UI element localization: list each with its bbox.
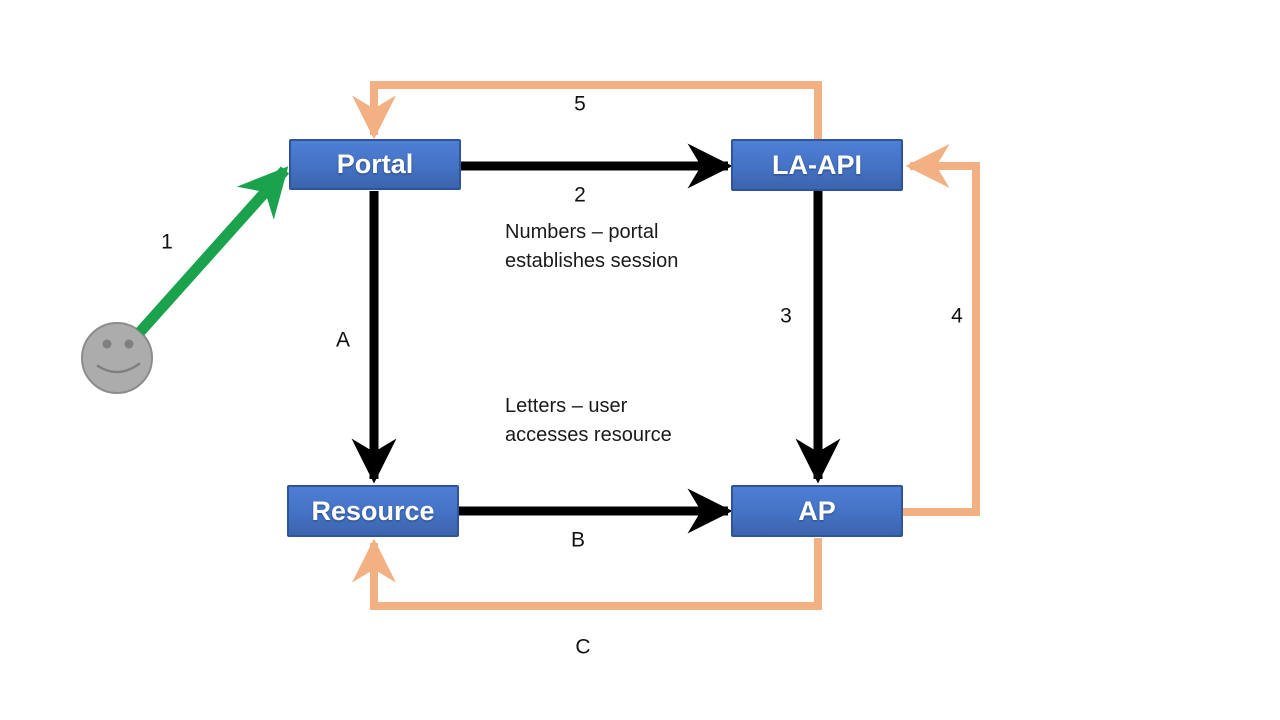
node-ap: AP [731,485,903,537]
node-resource: Resource [287,485,459,537]
arrow-label-3: 3 [780,304,792,328]
arrow-5 [352,81,822,140]
arrow-label-5: 5 [574,92,586,116]
arrow-label-2: 2 [574,183,586,207]
smiley-eye-left [102,339,112,349]
note-letters: Letters – user accesses resource [505,395,672,446]
node-la-api: LA-API [731,139,903,191]
smiley-eye-right [124,339,134,349]
node-portal: Portal [289,139,461,190]
arrow-4 [903,144,980,516]
arrow-C [352,538,822,610]
note-numbers: Numbers – portal establishes session [505,221,679,272]
arrow-1 [135,166,290,336]
arrow-label-4: 4 [951,304,963,328]
arrow-label-A: A [335,328,351,352]
user-smiley-icon [81,322,153,394]
arrow-label-1: 1 [161,230,173,254]
smiley-mouth [96,362,141,374]
arrow-label-B: B [570,528,586,552]
arrow-label-C: C [575,635,591,659]
